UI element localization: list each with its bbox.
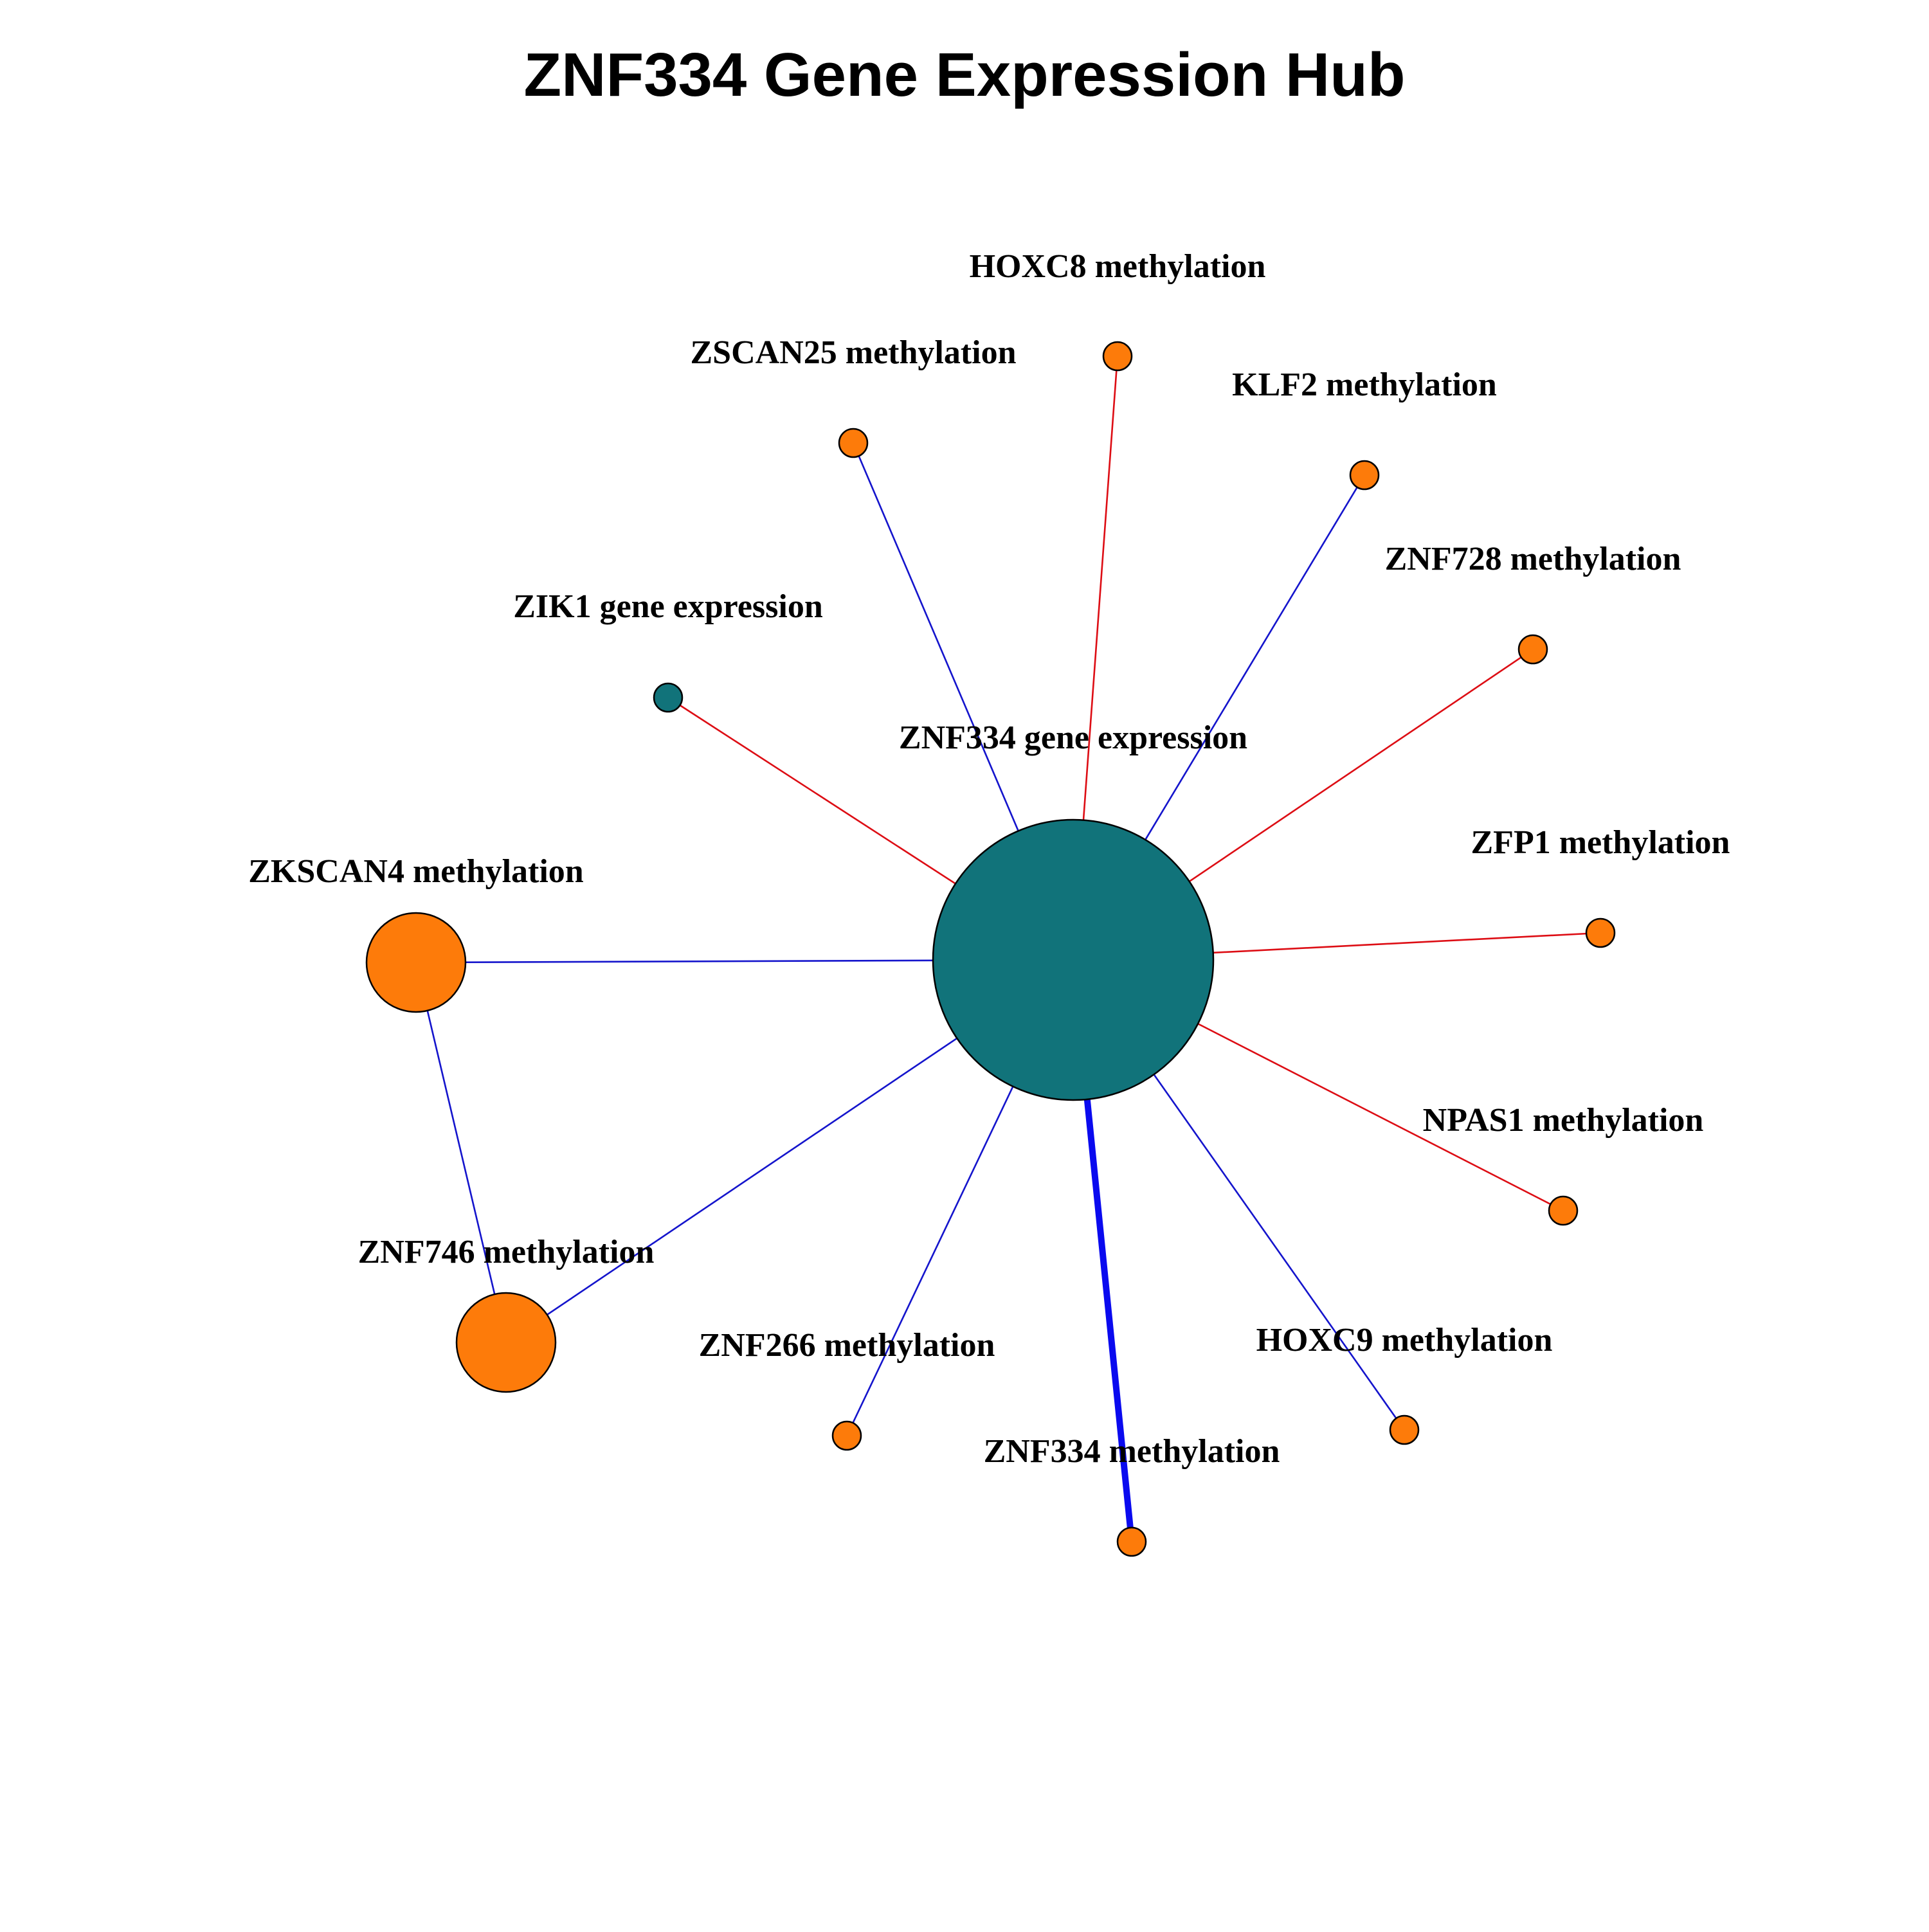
node-label-npas1: NPAS1 methylation (1423, 1102, 1704, 1139)
node-zscan25[interactable] (838, 428, 869, 458)
node-znf334m[interactable] (1116, 1526, 1147, 1557)
node-znf728[interactable] (1517, 634, 1548, 665)
node-hoxc9[interactable] (1389, 1414, 1420, 1445)
node-zik1[interactable] (653, 682, 684, 713)
node-label-hub: ZNF334 gene expression (899, 719, 1247, 756)
node-label-znf266: ZNF266 methylation (699, 1327, 995, 1364)
node-label-hoxc8: HOXC8 methylation (970, 248, 1266, 285)
node-hub[interactable] (932, 818, 1215, 1101)
node-hoxc8[interactable] (1102, 341, 1133, 372)
node-zfp1[interactable] (1585, 917, 1616, 948)
node-label-zscan25: ZSCAN25 methylation (690, 334, 1016, 371)
node-label-znf334m: ZNF334 methylation (984, 1433, 1280, 1470)
diagram-title: ZNF334 Gene Expression Hub (523, 41, 1406, 109)
label-layer: ZNF334 gene expression ZIK1 gene expressi… (248, 248, 1730, 1470)
node-label-zfp1: ZFP1 methylation (1471, 824, 1730, 861)
node-klf2[interactable] (1349, 460, 1380, 491)
node-layer (365, 341, 1616, 1557)
node-label-klf2: KLF2 methylation (1232, 366, 1497, 403)
node-label-znf728: ZNF728 methylation (1385, 541, 1681, 577)
node-label-hoxc9: HOXC9 methylation (1256, 1322, 1553, 1359)
node-label-zkscan4: ZKSCAN4 methylation (248, 853, 584, 890)
edge-zkscan4-znf746 (415, 962, 507, 1343)
node-label-znf746: ZNF746 methylation (358, 1234, 655, 1270)
node-npas1[interactable] (1548, 1195, 1579, 1226)
node-label-zik1: ZIK1 gene expression (513, 588, 823, 625)
node-znf746[interactable] (455, 1292, 557, 1393)
node-zkscan4[interactable] (365, 912, 467, 1013)
node-znf266[interactable] (831, 1420, 862, 1451)
